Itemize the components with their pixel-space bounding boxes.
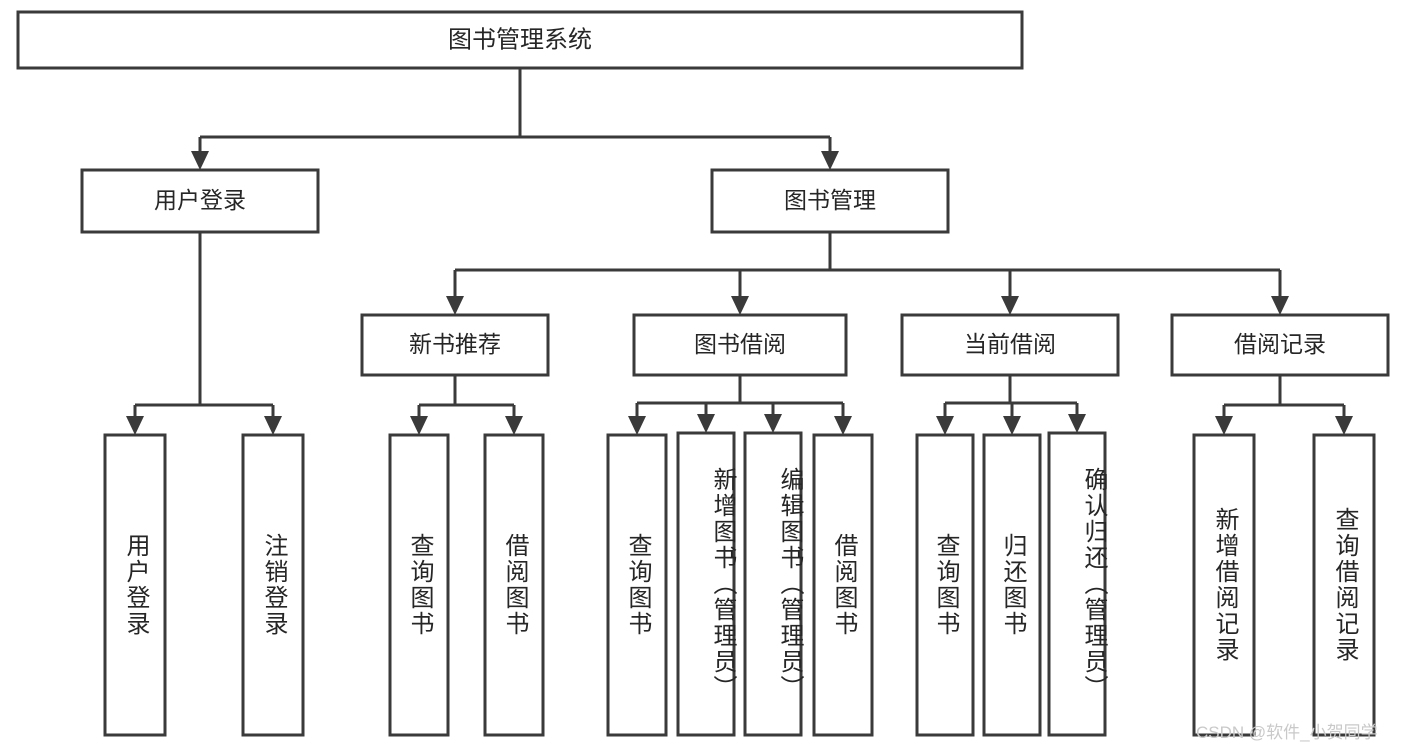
level2-node-box-1[interactable] [710, 168, 950, 234]
level3-node-box-0[interactable] [360, 313, 550, 377]
arrow-head-icon [821, 151, 839, 170]
leaf-node-box-3[interactable] [483, 433, 545, 737]
level3-node-label-3: 借阅记录 [1234, 331, 1326, 357]
arrow-head-icon [1215, 416, 1233, 435]
root-node-label: 图书管理系统 [448, 26, 592, 53]
level3-node-box-3[interactable] [1170, 313, 1390, 377]
arrow-head-icon [126, 416, 144, 435]
arrow-head-icon [410, 416, 428, 435]
arrow-head-icon [1335, 416, 1353, 435]
arrow-head-icon [731, 296, 749, 315]
arrow-head-icon [628, 416, 646, 435]
level3-node-box-2[interactable] [900, 313, 1120, 377]
arrow-head-icon [1068, 414, 1086, 433]
arrow-head-icon [1001, 296, 1019, 315]
leaf-node-box-9[interactable] [982, 433, 1042, 737]
leaf-node-box-8[interactable] [915, 433, 975, 737]
level3-node-box-1[interactable] [632, 313, 848, 377]
arrow-head-icon [936, 416, 954, 435]
arrow-head-icon [446, 296, 464, 315]
arrow-head-icon [764, 414, 782, 433]
level3-node-label-0: 新书推荐 [409, 331, 501, 357]
connectors-layer [126, 68, 1353, 435]
arrow-head-icon [505, 416, 523, 435]
arrow-head-icon [1003, 416, 1021, 435]
leaf-node-box-6[interactable] [743, 431, 803, 737]
node-boxes-layer [16, 10, 1390, 737]
leaf-node-box-7[interactable] [812, 433, 874, 737]
leaf-node-box-4[interactable] [606, 433, 668, 737]
level3-node-label-1: 图书借阅 [694, 331, 786, 357]
leaf-node-box-11[interactable] [1192, 433, 1256, 737]
level3-node-label-2: 当前借阅 [964, 331, 1056, 357]
root-node-box[interactable] [16, 10, 1024, 70]
arrow-head-icon [1271, 296, 1289, 315]
leaf-node-box-5[interactable] [676, 431, 736, 737]
leaf-node-box-10[interactable] [1047, 431, 1107, 737]
level2-node-label-1: 图书管理 [784, 187, 876, 213]
leaf-node-box-1[interactable] [241, 433, 305, 737]
leaf-node-box-12[interactable] [1312, 433, 1376, 737]
level2-node-box-0[interactable] [80, 168, 320, 234]
arrow-head-icon [264, 416, 282, 435]
arrow-head-icon [191, 151, 209, 170]
leaf-node-box-2[interactable] [388, 433, 450, 737]
level2-node-label-0: 用户登录 [154, 187, 246, 213]
arrow-head-icon [834, 416, 852, 435]
arrow-head-icon [697, 414, 715, 433]
leaf-node-box-0[interactable] [103, 433, 167, 737]
